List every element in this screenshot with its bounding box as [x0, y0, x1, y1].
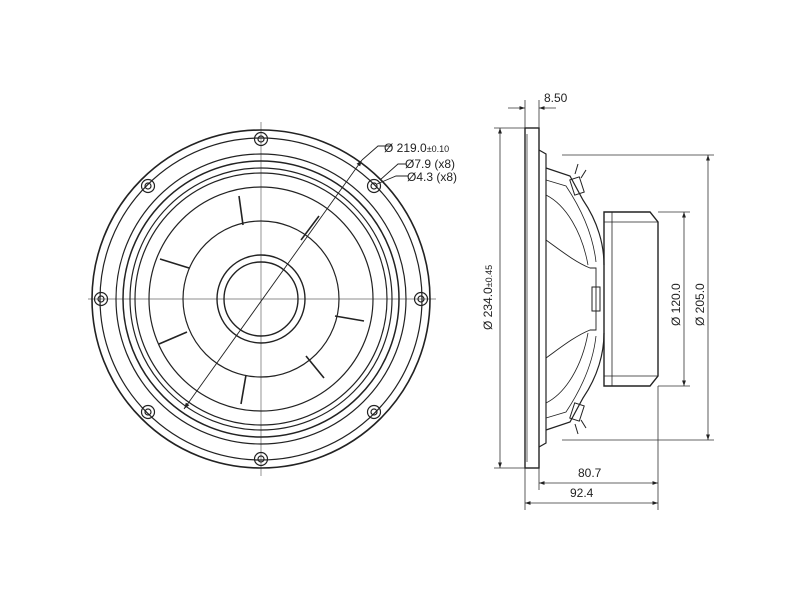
- hole-large-label: Ø7.9 (x8): [405, 157, 455, 171]
- flange: [524, 127, 540, 469]
- frame-ring-2: [99, 137, 423, 461]
- depth-inner-label: 80.7: [578, 466, 602, 480]
- frame-outer-ring: [91, 129, 431, 469]
- pole-piece: [591, 286, 601, 312]
- terminal-top: [569, 163, 587, 196]
- front-view: [88, 122, 436, 476]
- mounting-hole-icon: [413, 291, 429, 307]
- mounting-hole-icon: [140, 404, 156, 420]
- mounting-hole-icon: [253, 451, 269, 467]
- hole-large-leader: [379, 163, 406, 181]
- diameter-dimension-line: [183, 159, 363, 410]
- basket-lower-inner: [545, 335, 597, 419]
- flange-lip: [538, 149, 547, 448]
- flange-thickness-label: 8.50: [544, 91, 568, 105]
- terminal-bottom: [569, 402, 587, 435]
- mounting-hole-icon: [366, 178, 382, 194]
- frame-ring-3: [115, 153, 407, 445]
- diameter-leader: [361, 145, 392, 161]
- outer-diameter-label: Ø 219.0±0.10: [384, 141, 449, 155]
- mounting-hole-icon: [253, 131, 269, 147]
- side-view: [524, 127, 659, 469]
- mounting-hole-icon: [93, 291, 109, 307]
- mounting-hole-icon: [140, 178, 156, 194]
- basket-diameter-label: Ø 205.0: [693, 283, 707, 326]
- basket-upper-inner: [545, 179, 597, 263]
- side-dimensions: [494, 100, 714, 510]
- basket-upper-inner-2: [545, 194, 589, 266]
- depth-total-label: 92.4: [570, 486, 594, 500]
- cone-profile: [545, 239, 597, 359]
- hole-small-leader: [376, 175, 408, 185]
- magnet-diameter-label: Ø 120.0: [669, 283, 683, 326]
- mounting-hole-icon: [366, 404, 382, 420]
- hole-small-label: Ø4.3 (x8): [407, 170, 457, 184]
- mounting-holes: [93, 131, 429, 467]
- frame-diameter-label: Ø 234.0±0.45: [481, 265, 495, 330]
- basket-lower-inner-2: [545, 332, 589, 404]
